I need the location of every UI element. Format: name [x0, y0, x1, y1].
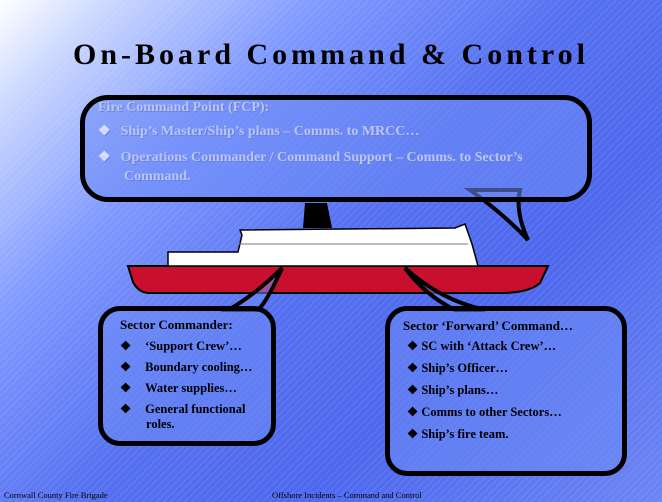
fcp-heading: Fire Command Point (FCP): [98, 100, 270, 115]
sector-commander-item: ❖ Water supplies… [120, 381, 237, 395]
sector-forward-item: ❖ Ship’s plans… [407, 383, 499, 397]
ship-hull [126, 265, 550, 294]
footer-center: Offshore Incidents – Command and Control [272, 490, 422, 500]
footer-left: Cornwall County Fire Brigade [4, 490, 108, 500]
sector-forward-heading: Sector ‘Forward’ Command… [403, 318, 573, 333]
sector-forward-item: ❖ Ship’s fire team. [407, 427, 509, 441]
sector-commander-item: ❖ Boundary cooling… [120, 360, 253, 374]
fcp-bubble [80, 95, 592, 202]
sector-forward-item: ❖ Ship’s Officer… [407, 361, 509, 375]
sector-forward-item: ❖ Comms to other Sectors… [407, 405, 562, 419]
diamond-bullet-icon: ❖ [120, 381, 132, 395]
fcp-item-2-text: Operations Commander / Command Support –… [120, 150, 523, 165]
ship-superstructure [167, 223, 479, 267]
diamond-bullet-icon: ❖ [407, 405, 419, 419]
diamond-bullet-icon: ❖ [98, 150, 111, 165]
sector-commander-item: ❖ ‘Support Crew’… [120, 339, 242, 353]
sector-forward-item: ❖ SC with ‘Attack Crew’… [407, 339, 557, 353]
sector-commander-item: ❖ General functional [120, 402, 246, 416]
sector-commander-item-cont: roles. [146, 417, 175, 431]
sector-commander-bubble-tail [220, 266, 284, 312]
slide-title: On-Board Command & Control [73, 38, 589, 71]
sector-commander-bubble [98, 306, 276, 446]
sector-forward-bubble-tail [403, 266, 486, 312]
sector-commander-heading: Sector Commander: [120, 317, 233, 332]
diamond-bullet-icon: ❖ [120, 339, 132, 353]
diamond-bullet-icon: ❖ [407, 339, 419, 353]
diamond-bullet-icon: ❖ [120, 402, 132, 416]
fcp-item-1-text: Ship’s Master/Ship’s plans – Comms. to M… [120, 124, 420, 139]
fcp-item-1: ❖ Ship’s Master/Ship’s plans – Comms. to … [98, 123, 419, 140]
fcp-item-2-cont: Command. [124, 169, 191, 184]
sector-forward-bubble [385, 306, 627, 476]
funnel-icon [303, 203, 332, 228]
diamond-bullet-icon: ❖ [407, 427, 419, 441]
diamond-bullet-icon: ❖ [407, 361, 419, 375]
diamond-bullet-icon: ❖ [120, 360, 132, 374]
diamond-bullet-icon: ❖ [407, 383, 419, 397]
diamond-bullet-icon: ❖ [98, 124, 111, 139]
fcp-item-2: ❖ Operations Commander / Command Support … [98, 149, 523, 166]
